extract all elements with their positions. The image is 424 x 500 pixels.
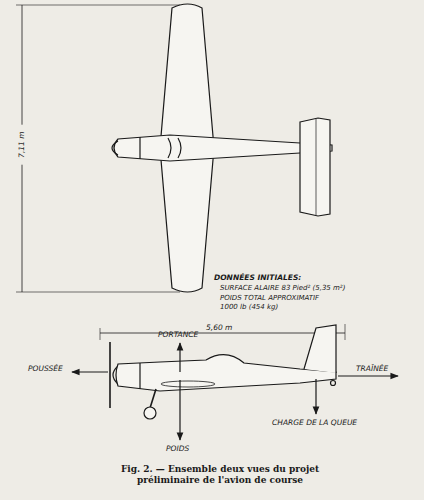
force-label: TRAÎNÉE xyxy=(356,364,416,373)
figure-caption: Fig. 2. — Ensemble deux vues du projet p… xyxy=(110,464,330,487)
dimension-label: 7,11 m xyxy=(17,125,26,165)
data-note: SURFACE ALAIRE 83 Pied² (5,35 m²) xyxy=(220,284,370,293)
force-label: CHARGE DE LA QUEUE xyxy=(272,418,382,427)
data-heading: DONNÉES INITIALES: xyxy=(214,273,344,282)
force-label: POIDS xyxy=(166,444,206,453)
data-note: POIDS TOTAL APPROXIMATIF 1000 lb (454 kg… xyxy=(220,294,330,312)
force-label: POUSSÉE xyxy=(28,364,78,373)
dimension-label: 5,60 m xyxy=(206,323,246,332)
force-label: PORTANCE xyxy=(158,330,218,339)
